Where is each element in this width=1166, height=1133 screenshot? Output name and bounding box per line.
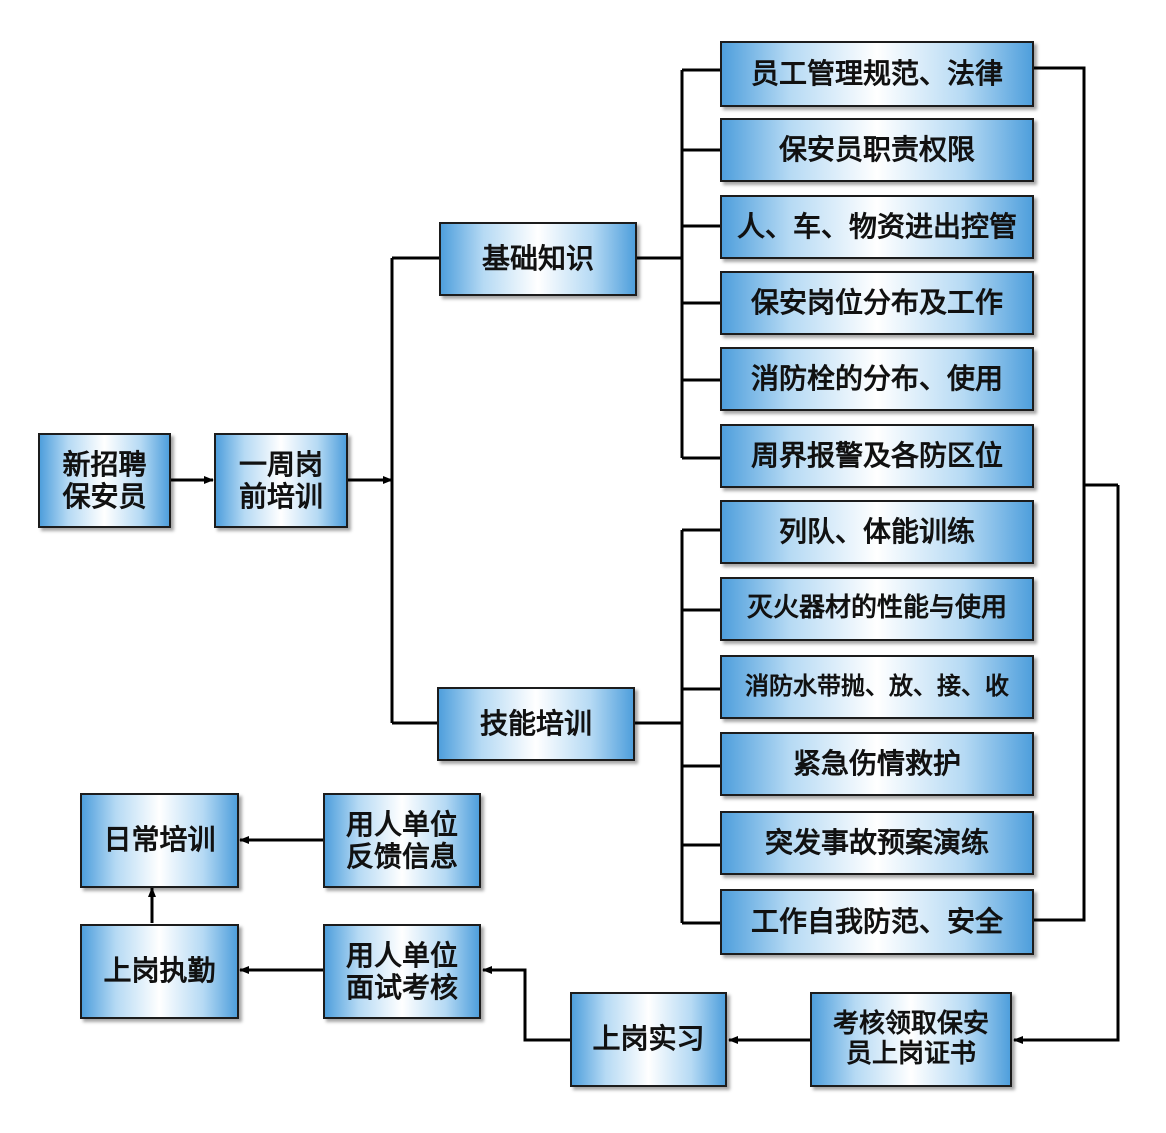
skill-item: 列队、体能训练 bbox=[720, 500, 1034, 564]
node-feedback: 用人单位反馈信息 bbox=[323, 793, 481, 888]
node-basic-knowledge: 基础知识 bbox=[439, 222, 637, 296]
node-pre-training: 一周岗前培训 bbox=[214, 433, 348, 528]
basic-item: 员工管理规范、法律 bbox=[720, 41, 1034, 107]
basic-item: 保安员职责权限 bbox=[720, 118, 1034, 182]
arrow-to-certificate bbox=[1013, 485, 1120, 1044]
skill-item: 突发事故预案演练 bbox=[720, 811, 1034, 875]
arrow-internship-to-interview bbox=[482, 966, 570, 1042]
basic-item: 周界报警及各防区位 bbox=[720, 424, 1034, 488]
node-interview: 用人单位面试考核 bbox=[323, 924, 481, 1019]
merge-bracket bbox=[1033, 66, 1086, 922]
skill-item: 工作自我防范、安全 bbox=[720, 889, 1034, 955]
node-skill-training: 技能培训 bbox=[437, 687, 635, 761]
skill-item: 紧急伤情救护 bbox=[720, 732, 1034, 796]
basic-item: 人、车、物资进出控管 bbox=[720, 195, 1034, 259]
node-daily-training: 日常培训 bbox=[80, 793, 239, 888]
node-certificate: 考核领取保安员上岗证书 bbox=[810, 992, 1012, 1087]
node-on-duty: 上岗执勤 bbox=[80, 924, 239, 1019]
node-internship: 上岗实习 bbox=[570, 992, 727, 1087]
basic-item: 消防栓的分布、使用 bbox=[720, 347, 1034, 411]
basic-item: 保安岗位分布及工作 bbox=[720, 271, 1034, 335]
node-new-recruit: 新招聘保安员 bbox=[38, 433, 171, 528]
skill-item: 灭火器材的性能与使用 bbox=[720, 577, 1034, 641]
skill-item: 消防水带抛、放、接、收 bbox=[720, 655, 1034, 719]
